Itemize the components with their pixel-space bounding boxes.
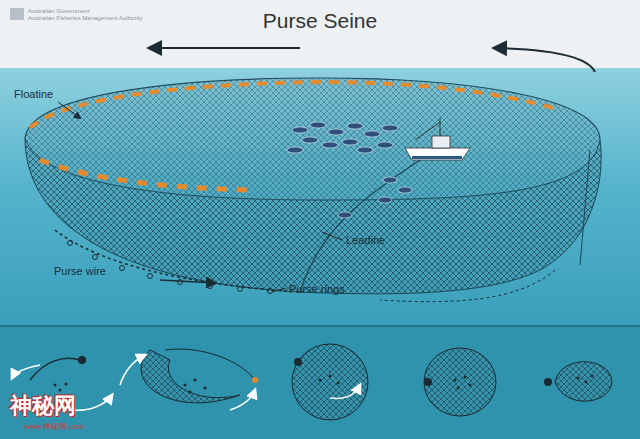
setting-steps (12, 344, 612, 420)
leadline (55, 230, 300, 292)
part-label: Purse wire (54, 265, 106, 278)
floatline-front (40, 160, 250, 190)
leader-line (322, 232, 342, 240)
leadline-right (380, 270, 555, 302)
logo-crest (10, 8, 24, 20)
part-label: Purse rings (289, 283, 345, 296)
leader-line (272, 288, 286, 292)
sky-band (0, 0, 640, 70)
watermark: 神秘网 (10, 393, 76, 418)
watermark: www.神秘网.com (24, 422, 84, 431)
diagram-title: Purse Seine (0, 9, 640, 33)
logo-text: Australian Government (28, 8, 89, 15)
net-fold (300, 160, 420, 292)
floatline (30, 82, 560, 128)
part-label: Floatine (14, 88, 53, 101)
steps-panel (0, 326, 640, 439)
logo-text: Australian Fisheries Management Authorit… (28, 15, 142, 22)
purse-wire-arrow (160, 280, 215, 283)
part-label: Leadine (346, 234, 385, 247)
motion-arrow (150, 47, 300, 49)
fishing-boat (405, 118, 470, 160)
fish-school (287, 122, 412, 218)
net-enclosure (25, 78, 600, 200)
motion-arrow (495, 48, 595, 72)
leader-line (58, 102, 80, 118)
net-edge (580, 150, 590, 265)
sea (0, 68, 640, 326)
